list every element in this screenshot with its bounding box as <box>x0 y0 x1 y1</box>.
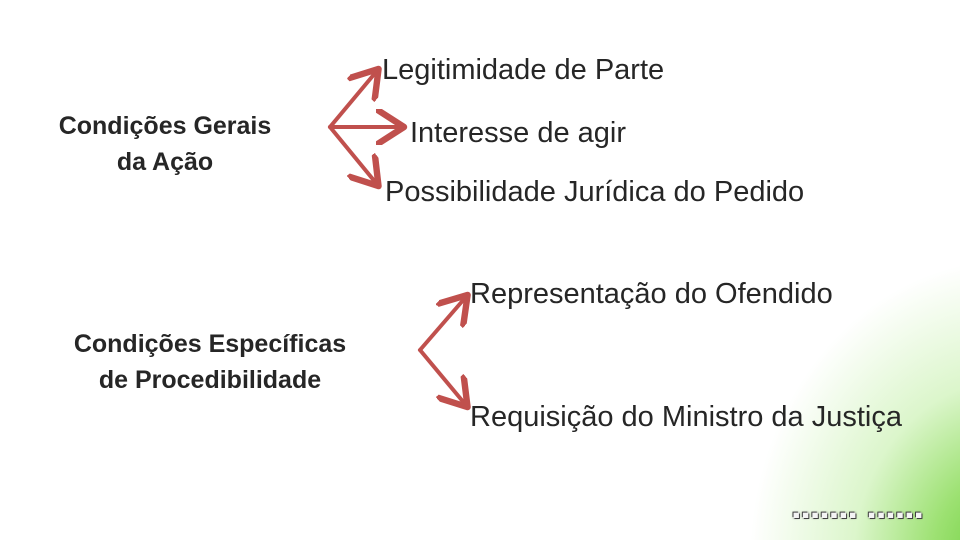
arrow-to-possibilidade <box>328 125 376 183</box>
arrow-to-requisicao <box>418 348 465 404</box>
group-title-condicoes-especificas: Condições Específicas de Procedibilidade <box>0 326 420 398</box>
group-title-line: de Procedibilidade <box>98 366 322 394</box>
item-representacao-do-ofendido: Representação do Ofendido <box>470 278 833 310</box>
item-legitimidade-de-parte: Legitimidade de Parte <box>382 54 665 86</box>
item-possibilidade-juridica: Possibilidade Jurídica do Pedido <box>385 176 805 208</box>
arrow-to-legitimidade <box>328 72 376 129</box>
group-title-line: Condições Gerais <box>58 112 272 140</box>
item-interesse-de-agir: Interesse de agir <box>410 117 627 149</box>
group-title-line: da Ação <box>116 148 214 176</box>
group-title-line: Condições Específicas <box>73 330 347 358</box>
watermark-logo: ▪▪▪▪▪▪▪ ▪▪▪▪▪▪ <box>791 507 924 523</box>
item-requisicao-do-ministro: Requisição do Ministro da Justiça <box>470 401 902 433</box>
arrow-to-representacao <box>418 298 465 352</box>
group-title-condicoes-gerais: Condições Gerais da Ação <box>0 108 330 180</box>
